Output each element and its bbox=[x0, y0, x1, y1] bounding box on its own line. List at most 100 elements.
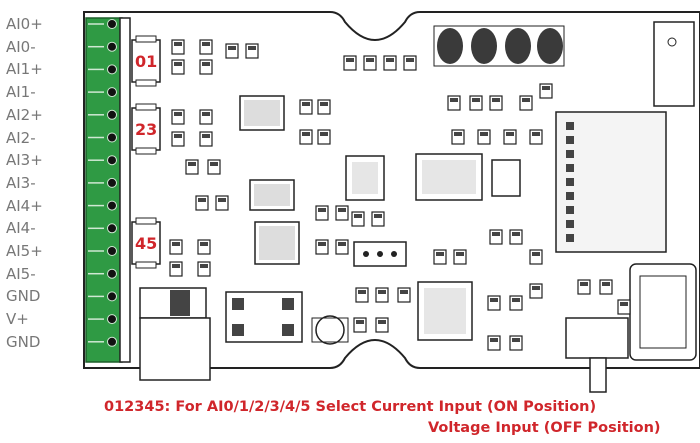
pin-label-ai4-plus: AI4+ bbox=[6, 196, 43, 215]
smd-pad bbox=[354, 214, 362, 218]
terminal-screw bbox=[107, 41, 117, 52]
switch-label-23: 23 bbox=[135, 120, 158, 139]
connector-right-bottom bbox=[629, 263, 697, 361]
smd-pad bbox=[320, 132, 328, 136]
terminal-screw bbox=[107, 200, 117, 211]
ic-chips-upper bbox=[239, 95, 300, 265]
terminal-screw bbox=[107, 291, 117, 302]
pin-label-ai2-plus: AI2+ bbox=[6, 105, 43, 124]
power-connector bbox=[139, 287, 211, 381]
smd-pad bbox=[532, 286, 540, 290]
pin-label-gnd: GND bbox=[6, 332, 41, 351]
pin-label-ai0-plus: AI0+ bbox=[6, 15, 43, 33]
smd-pad bbox=[200, 242, 208, 246]
smd-pad bbox=[490, 298, 498, 302]
smd-pad bbox=[456, 252, 464, 256]
smd-pad bbox=[188, 162, 196, 166]
terminal-block bbox=[85, 17, 123, 363]
smd-pad bbox=[492, 232, 500, 236]
dip-switch-23 bbox=[131, 103, 161, 155]
pin-label-ai0-minus: AI0- bbox=[6, 37, 36, 56]
terminal-screw bbox=[107, 223, 117, 234]
header-3pin bbox=[353, 241, 407, 267]
smd-pad bbox=[374, 214, 382, 218]
smd-pad bbox=[480, 132, 488, 136]
pin-label-ai1-minus: AI1- bbox=[6, 83, 36, 102]
terminal-screw bbox=[107, 246, 117, 256]
smd-pad bbox=[302, 102, 310, 106]
pin-label-ai3-plus: AI3+ bbox=[6, 151, 43, 170]
inductor-large bbox=[417, 281, 473, 341]
smd-pad bbox=[202, 134, 210, 138]
smd-pad bbox=[318, 208, 326, 212]
smd-pad bbox=[490, 338, 498, 342]
terminal-screw bbox=[107, 132, 117, 143]
pin-label-ai5-minus: AI5- bbox=[6, 264, 36, 283]
smd-pad bbox=[602, 282, 610, 286]
smd-pad bbox=[400, 290, 408, 294]
smd-pad bbox=[202, 62, 210, 66]
terminal-screw bbox=[107, 336, 117, 347]
smd-pad bbox=[358, 290, 366, 294]
terminal-screw bbox=[107, 19, 117, 29]
rf-module bbox=[555, 111, 667, 253]
smd-pad bbox=[512, 338, 520, 342]
smd-pad bbox=[202, 112, 210, 116]
smd-pad bbox=[454, 132, 462, 136]
board-outline bbox=[83, 11, 700, 369]
connector-right-top bbox=[653, 21, 695, 107]
switch-label-01: 01 bbox=[135, 52, 158, 71]
soic-chips-center bbox=[345, 153, 521, 201]
smd-pad bbox=[218, 198, 226, 202]
smd-pad bbox=[320, 102, 328, 106]
smd-pad bbox=[580, 282, 588, 286]
pin-label-ai4-minus: AI4- bbox=[6, 219, 36, 238]
pin-label-ai2-minus: AI2- bbox=[6, 128, 36, 147]
pin-label-gnd: GND bbox=[6, 287, 41, 306]
smd-pad bbox=[378, 290, 386, 294]
round-cap-bottom bbox=[311, 315, 349, 345]
smd-pad bbox=[450, 98, 458, 102]
smd-pad bbox=[386, 58, 394, 62]
smd-pad bbox=[172, 264, 180, 268]
smd-pad bbox=[366, 58, 374, 62]
smd-pad bbox=[620, 302, 628, 306]
smd-pad bbox=[174, 134, 182, 138]
smd-pad bbox=[200, 264, 208, 268]
smd-pad bbox=[492, 98, 500, 102]
terminal-screw bbox=[107, 177, 117, 188]
dip-switch-45 bbox=[131, 217, 161, 269]
smd-pad bbox=[248, 46, 256, 50]
smd-pad bbox=[172, 242, 180, 246]
pin-label-ai5-plus: AI5+ bbox=[6, 242, 43, 260]
smd-pad bbox=[318, 242, 326, 246]
smd-pad bbox=[532, 132, 540, 136]
terminal-screw bbox=[107, 87, 117, 98]
smd-pad bbox=[338, 208, 346, 212]
smd-pad bbox=[512, 232, 520, 236]
smd-pad bbox=[174, 112, 182, 116]
smd-pad bbox=[436, 252, 444, 256]
capacitor-row bbox=[433, 25, 565, 67]
terminal-block-edge bbox=[119, 17, 131, 363]
smd-pad bbox=[174, 42, 182, 46]
terminal-screw bbox=[107, 109, 117, 120]
terminal-screw bbox=[107, 314, 117, 325]
note-voltage-input: Voltage Input (OFF Position) bbox=[428, 420, 661, 436]
inductor bbox=[225, 291, 303, 343]
terminal-screw bbox=[107, 268, 117, 279]
smd-pad bbox=[512, 298, 520, 302]
smd-pad bbox=[406, 58, 414, 62]
smd-pad bbox=[302, 132, 310, 136]
smd-pad bbox=[378, 320, 386, 324]
usb-connector bbox=[565, 317, 629, 393]
smd-pad bbox=[356, 320, 364, 324]
smd-pad bbox=[522, 98, 530, 102]
switch-label-45: 45 bbox=[135, 234, 158, 253]
pin-label-v-plus: V+ bbox=[6, 310, 29, 329]
terminal-screw bbox=[107, 64, 117, 75]
pin-label-ai1-plus: AI1+ bbox=[6, 60, 43, 79]
smd-pad bbox=[198, 198, 206, 202]
